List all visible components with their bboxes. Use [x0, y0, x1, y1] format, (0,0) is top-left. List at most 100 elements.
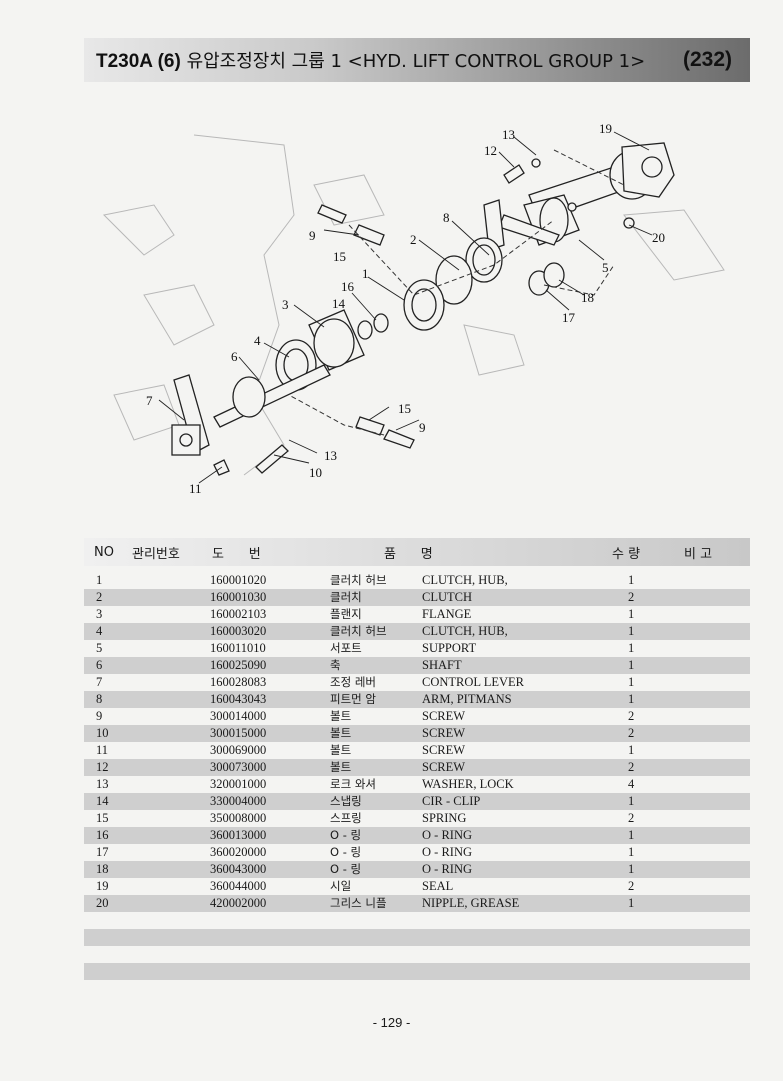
row-drawing-number: 160011010: [210, 641, 266, 655]
row-drawing-number: 300014000: [210, 709, 267, 723]
callout-3: 3: [282, 297, 289, 312]
row-no: 4: [96, 624, 103, 638]
row-drawing-number: 360043000: [210, 862, 267, 876]
callout-numbers: 1 2 3 4 5 6 7 8 9 9 10 11 12 13 13 14 15…: [146, 121, 665, 496]
row-name-english: CIR - CLIP: [422, 794, 481, 808]
row-no: 9: [96, 709, 103, 723]
row-drawing-number: 160001030: [210, 590, 267, 604]
row-drawing-number: 300073000: [210, 760, 267, 774]
row-no: 6: [96, 658, 103, 672]
callout-9b: 9: [419, 420, 426, 435]
row-name-english: SCREW: [422, 760, 466, 774]
row-name-korean: 플랜지: [330, 607, 362, 621]
row-name-english: ARM, PITMANS: [422, 692, 512, 706]
row-no: 20: [96, 896, 109, 910]
row-drawing-number: 160001020: [210, 573, 267, 587]
row-name-english: CLUTCH: [422, 590, 472, 604]
springs-and-bolts: [213, 158, 635, 476]
row-quantity: 2: [628, 811, 635, 825]
row-name-english: O - RING: [422, 862, 472, 876]
row-name-english: SCREW: [422, 743, 466, 757]
callout-16: 16: [341, 279, 355, 294]
row-drawing-number: 160028083: [210, 675, 267, 689]
row-quantity: 2: [628, 879, 635, 893]
row-drawing-number: 330004000: [210, 794, 267, 808]
callout-6: 6: [231, 349, 238, 364]
row-name-english: SUPPORT: [422, 641, 477, 655]
row-no: 18: [96, 862, 109, 876]
row-quantity: 1: [628, 607, 635, 621]
row-drawing-number: 160003020: [210, 624, 267, 638]
model-label: T230A (6): [96, 51, 181, 72]
callout-19: 19: [599, 121, 612, 136]
callout-17: 17: [562, 310, 576, 325]
table-header: NO 관리번호 도 번 품 명 수 량 비 고: [84, 538, 750, 566]
row-name-korean: 로크 와셔: [330, 777, 376, 791]
row-no: 17: [96, 845, 109, 859]
callout-11: 11: [189, 481, 202, 496]
row-no: 8: [96, 692, 103, 706]
row-name-english: SPRING: [422, 811, 467, 825]
row-quantity: 2: [628, 760, 635, 774]
row-name-korean: 축: [330, 658, 341, 672]
callout-8: 8: [443, 210, 450, 225]
row-no: 11: [96, 743, 109, 757]
blank-row: [84, 946, 750, 963]
row-no: 10: [96, 726, 109, 740]
row-drawing-number: 300015000: [210, 726, 267, 740]
row-quantity: 1: [628, 794, 635, 808]
row-quantity: 2: [628, 709, 635, 723]
callout-13b: 13: [324, 448, 337, 463]
bleed-through-drawing: [102, 134, 725, 476]
row-drawing-number: 160043043: [210, 692, 267, 706]
row-quantity: 1: [628, 862, 635, 876]
row-no: 16: [96, 828, 109, 842]
row-no: 7: [96, 675, 103, 689]
row-name-english: O - RING: [422, 828, 472, 842]
callout-2: 2: [410, 232, 417, 247]
row-name-korean: 스냅링: [330, 794, 362, 808]
blank-row: [84, 963, 750, 980]
callout-14: 14: [332, 296, 346, 311]
col-drawing: 도 번: [212, 546, 261, 562]
support-assembly: [483, 142, 675, 251]
table-body: 1 160001020 클러치 허브 CLUTCH, HUB, 1 2 160001030 클…: [84, 572, 750, 912]
row-name-english: O - RING: [422, 845, 472, 859]
row-no: 15: [96, 811, 109, 825]
callout-12: 12: [484, 143, 497, 158]
callout-10: 10: [309, 465, 322, 480]
row-no: 3: [96, 607, 103, 621]
row-name-korean: 그리스 니플: [330, 896, 387, 910]
row-drawing-number: 420002000: [210, 896, 267, 910]
col-remark: 비 고: [684, 546, 713, 562]
row-no: 5: [96, 641, 103, 655]
row-name-korean: 볼트: [330, 709, 352, 723]
row-name-korean: O - 링: [330, 845, 362, 859]
row-name-korean: O - 링: [330, 862, 362, 876]
col-mgmt: 관리번호: [132, 546, 180, 562]
row-name-korean: 클러치 허브: [330, 573, 387, 587]
row-name-korean: 클러치 허브: [330, 624, 387, 638]
row-name-english: CLUTCH, HUB,: [422, 624, 508, 638]
col-no: NO: [94, 544, 114, 560]
callout-20: 20: [652, 230, 665, 245]
row-name-english: CONTROL LEVER: [422, 675, 524, 689]
parts-table: NO 관리번호 도 번 품 명 수 량 비 고 1 160001020 클러치 허브…: [84, 538, 750, 980]
row-drawing-number: 160025090: [210, 658, 267, 672]
row-no: 1: [96, 573, 103, 587]
row-quantity: 2: [628, 726, 635, 740]
row-quantity: 1: [628, 675, 635, 689]
row-name-korean: 서포트: [330, 641, 362, 655]
page-number: - 129 -: [372, 1015, 411, 1030]
row-name-korean: 스프링: [330, 811, 362, 825]
